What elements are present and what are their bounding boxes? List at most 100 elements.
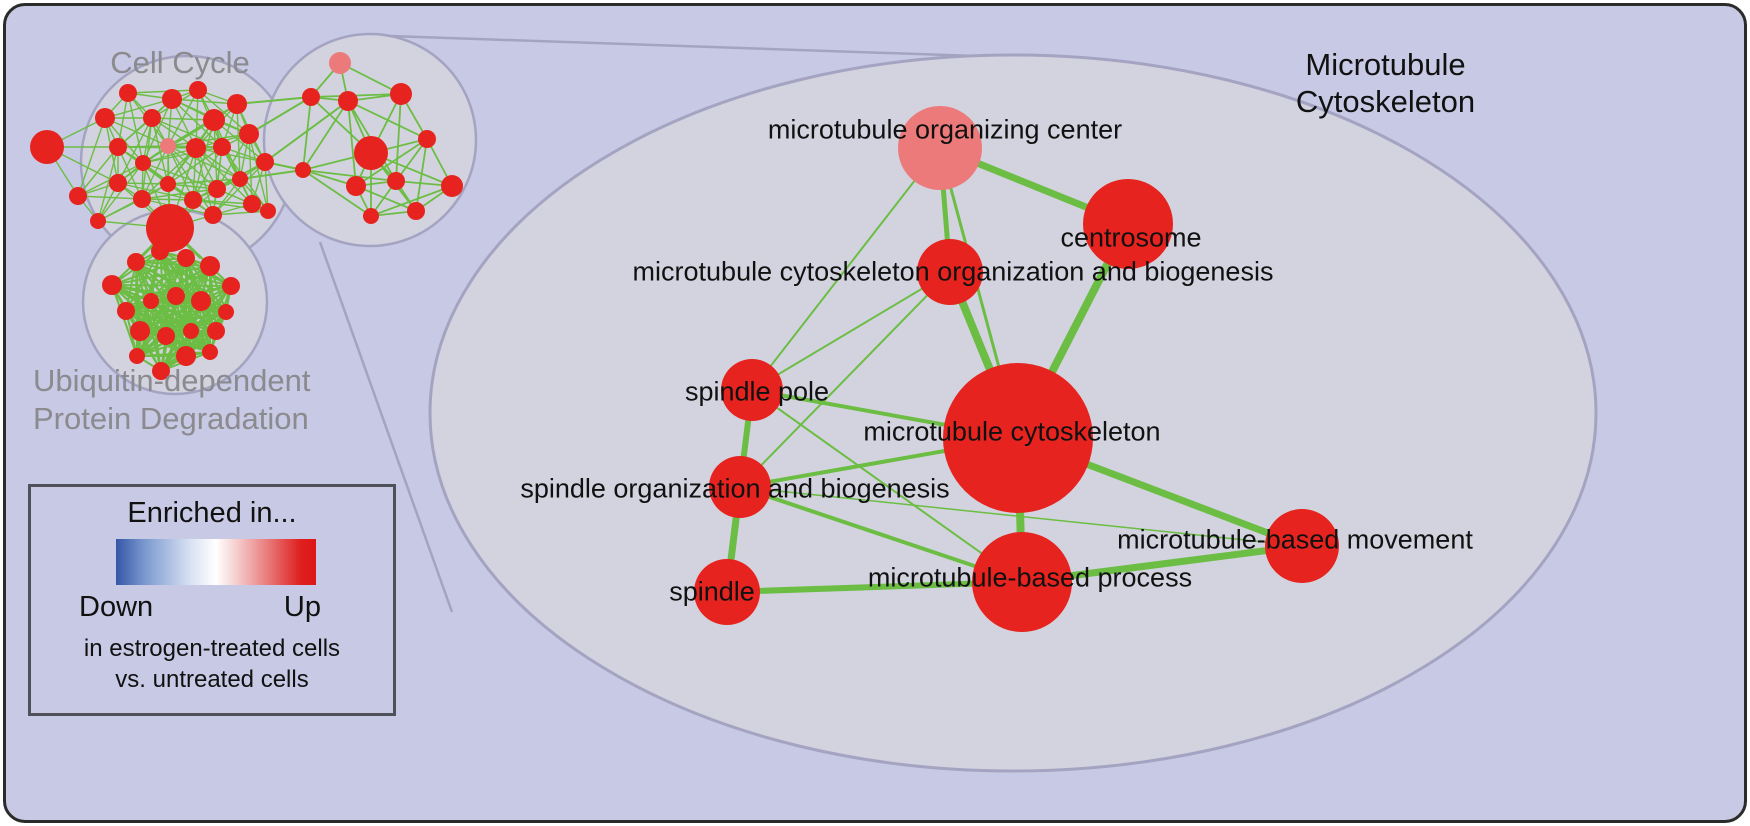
overview-edge (236, 103, 241, 180)
overview-node (183, 323, 199, 339)
overview-node (160, 138, 176, 154)
overview-node (146, 204, 194, 252)
node-microtubule-based-process (972, 532, 1072, 632)
overview-node (127, 253, 145, 271)
overview-bridge-edge (236, 96, 312, 105)
zoom-connector-line (389, 34, 1006, 59)
overview-edge (97, 146, 119, 222)
overview-edge (167, 145, 194, 201)
overview-node (130, 321, 150, 341)
overview-edge (104, 98, 173, 119)
overview-edge (136, 330, 217, 357)
overview-edge (347, 100, 357, 187)
overview-node (390, 83, 412, 105)
legend-up-label: Up (283, 591, 321, 623)
overview-node (207, 322, 225, 340)
overview-node (346, 176, 366, 196)
node-microtubule-cytoskeleton (943, 363, 1093, 513)
legend-down-label: Down (79, 591, 154, 623)
node-spindle-organization-and-biogenesis (709, 456, 771, 518)
overview-node (295, 162, 311, 178)
overview-node (152, 362, 170, 380)
overview-edge (136, 351, 211, 357)
legend-caption-line2: vs. untreated cells (115, 666, 309, 693)
overview-node (90, 213, 106, 229)
overview-node (213, 138, 231, 156)
overview-edge (141, 188, 218, 200)
overview-edge (142, 146, 223, 164)
node-microtubule-based-movement (1265, 509, 1339, 583)
edge-microtubule-organizing-center--spindle-pole (751, 147, 941, 391)
overview-node (109, 174, 127, 192)
overview-edge (77, 117, 106, 197)
overview-node (30, 130, 64, 164)
overview-edge (139, 300, 202, 332)
overview-node (338, 91, 358, 111)
overview-node (135, 155, 151, 171)
overview-node (191, 291, 211, 311)
overview-edge (97, 162, 144, 222)
overview-node (69, 187, 87, 205)
overview-edge (125, 250, 161, 312)
overview-edge (127, 89, 199, 94)
overview-node (302, 88, 320, 106)
overview-node (407, 202, 425, 220)
overview-edge (302, 169, 372, 217)
overview-edge (159, 250, 232, 287)
overview-node (239, 124, 259, 144)
overview-node (200, 256, 220, 276)
overview-node (109, 138, 127, 156)
overview-node (418, 130, 436, 148)
node-spindle-pole (721, 359, 783, 421)
overview-edge (175, 285, 232, 297)
overview-edge (77, 146, 119, 197)
legend-caption-line1: in estrogen-treated cells (83, 635, 341, 662)
overview-edge (142, 98, 173, 164)
ubiquitin-label-line1: Ubiquitin-dependent (33, 363, 311, 398)
overview-node (133, 190, 151, 208)
overview-node (167, 287, 185, 305)
node-microtubule-cytoskeleton-organization-and-biogenesis (917, 239, 983, 305)
overview-node (218, 304, 234, 320)
overview-edge (139, 311, 227, 332)
overview-edge (339, 62, 402, 95)
overview-node (329, 52, 351, 74)
overview-edge (160, 311, 227, 372)
overview-edge (150, 265, 211, 302)
overview-node (184, 191, 202, 209)
overview-node (151, 242, 169, 260)
overview-node (95, 108, 115, 128)
overview-node (160, 176, 176, 192)
overview-edge (111, 284, 138, 357)
overview-edge (127, 92, 144, 164)
overview-node (202, 344, 218, 360)
overview-node (203, 109, 225, 131)
overview-edge (141, 145, 169, 200)
overview-edge (167, 146, 223, 185)
node-centrosome (1083, 179, 1173, 269)
overview-edge (213, 119, 266, 163)
overview-edge (370, 185, 453, 217)
overview-node (177, 249, 195, 267)
legend-gradient (116, 539, 316, 585)
overview-edge (195, 147, 266, 163)
overview-node (222, 277, 240, 295)
overview-edge (167, 103, 238, 147)
overview-node (157, 327, 175, 345)
overview-node (117, 302, 135, 320)
overview-node (260, 203, 276, 219)
overview-node (176, 346, 196, 366)
overview-node (119, 84, 137, 102)
overview-edge (167, 89, 199, 147)
overview-edge (136, 295, 177, 357)
overview-node (441, 175, 463, 197)
overview-edge (302, 100, 349, 171)
overview-edge (395, 93, 402, 182)
overview-edge (117, 92, 129, 148)
overview-bridge-edge (264, 100, 349, 163)
overview-edge (151, 117, 223, 148)
overview-edge (302, 96, 312, 171)
overview-node (129, 348, 145, 364)
